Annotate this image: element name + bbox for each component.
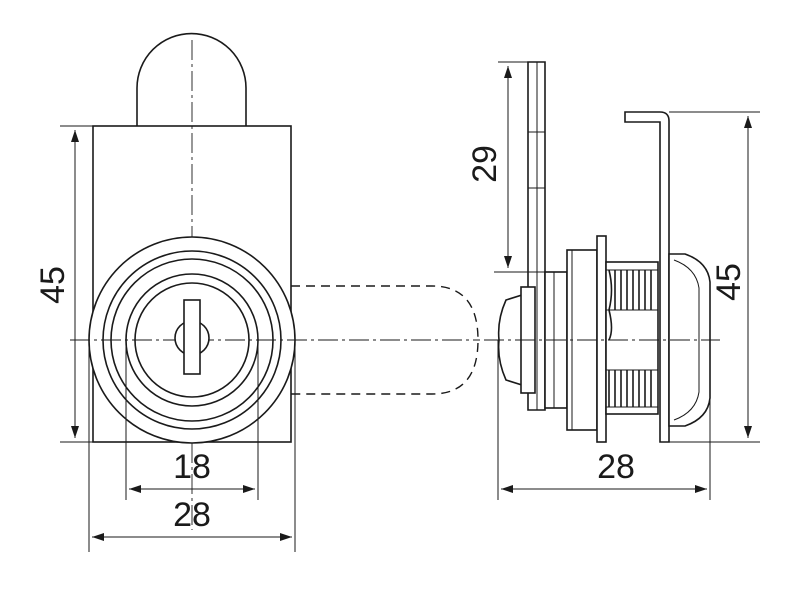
side-dim-cam-height: 29 bbox=[466, 61, 545, 273]
front-width-label: 28 bbox=[173, 496, 211, 534]
front-view bbox=[70, 32, 480, 530]
side-dim-width: 28 bbox=[497, 340, 711, 500]
side-mounting-bracket bbox=[624, 111, 670, 443]
side-flange bbox=[596, 235, 607, 443]
side-height-label: 45 bbox=[710, 263, 748, 301]
front-key-diameter-label: 18 bbox=[173, 448, 211, 486]
side-view bbox=[484, 61, 720, 443]
side-dim-height: 45 bbox=[669, 111, 760, 443]
side-width-label: 28 bbox=[597, 448, 635, 486]
front-dim-key-diameter: 18 bbox=[125, 340, 259, 500]
front-dim-height: 45 bbox=[34, 125, 93, 443]
side-threaded-barrel bbox=[605, 261, 659, 415]
front-keyway-slot bbox=[183, 299, 201, 375]
front-height-label: 45 bbox=[34, 266, 72, 304]
side-cam-height-label: 29 bbox=[466, 145, 504, 183]
front-dim-width: 28 bbox=[88, 340, 296, 552]
front-housing-cap bbox=[136, 32, 247, 126]
